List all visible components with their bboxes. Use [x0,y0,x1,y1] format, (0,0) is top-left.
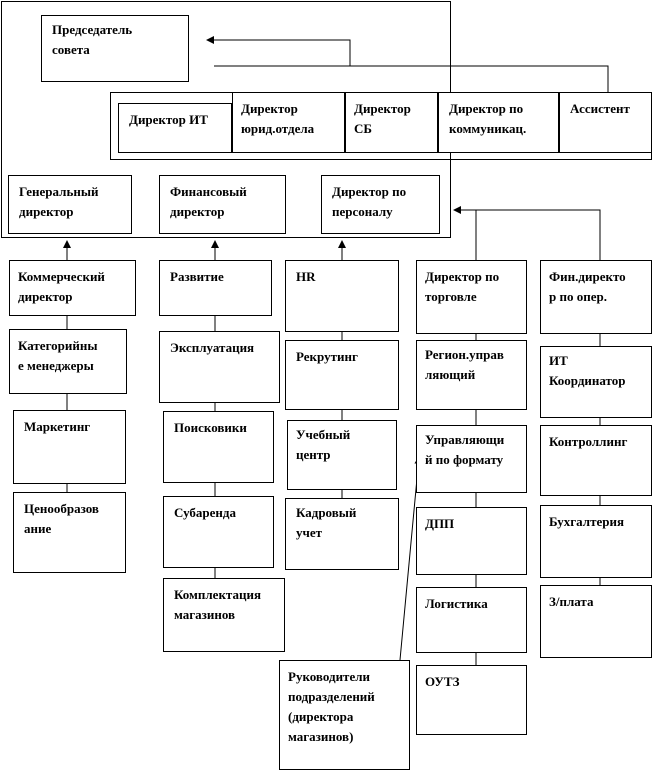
node-region-mgr: Регион.управ ляющий [416,340,527,410]
node-payroll: З/плата [540,585,652,658]
node-controlling: Контроллинг [540,425,652,496]
node-gen-dir: Генеральный директор [8,175,132,234]
node-recruiting: Рекрутинг [285,340,399,410]
node-development: Развитие [159,260,272,316]
node-training: Учебный центр [287,420,397,490]
node-fin-ops: Фин.директо р по опер. [540,260,652,334]
node-dir-it: Директор ИТ [118,103,232,153]
node-hr: HR [285,260,399,332]
connector-trade-fin-bar [475,209,601,260]
connector-staff-bar [214,65,609,92]
node-commercial: Коммерческий директор [9,260,136,316]
node-marketing: Маркетинг [13,410,126,484]
node-assistant: Ассистент [559,92,652,153]
node-stores-equip: Комплектация магазинов [163,578,285,652]
node-searchers: Поисковики [163,411,274,483]
node-logistics: Логистика [416,587,527,653]
node-category: Категорийны е менеджеры [9,329,127,394]
connector-staff-to-chairman [206,36,351,66]
node-chairman: Председатель совета [41,15,189,82]
node-dir-sb: Директор СБ [345,92,438,153]
node-format-mgr: Управляющи й по формату [416,425,527,493]
node-dir-comm: Директор по коммуникац. [438,92,559,153]
node-pricing: Ценообразов ание [13,492,126,573]
node-personnel: Кадровый учет [285,498,399,570]
connector-store-heads-to-format [399,456,423,661]
node-dpp: ДПП [416,507,527,575]
node-store-heads: Руководители подразделений (директора ма… [279,660,410,770]
node-fin-dir: Финансовый директор [159,175,286,234]
node-trade-dir: Директор по торговле [416,260,527,334]
node-otz: ОУТЗ [416,665,527,735]
node-it-coord: ИТ Координатор [540,346,652,418]
node-accounting: Бухгалтерия [540,505,652,578]
node-hr-dir: Директор по персоналу [321,175,440,234]
node-operation: Эксплуатация [159,331,280,403]
node-dir-legal: Директор юрид.отдела [232,92,345,153]
node-sublease: Субаренда [163,496,274,568]
